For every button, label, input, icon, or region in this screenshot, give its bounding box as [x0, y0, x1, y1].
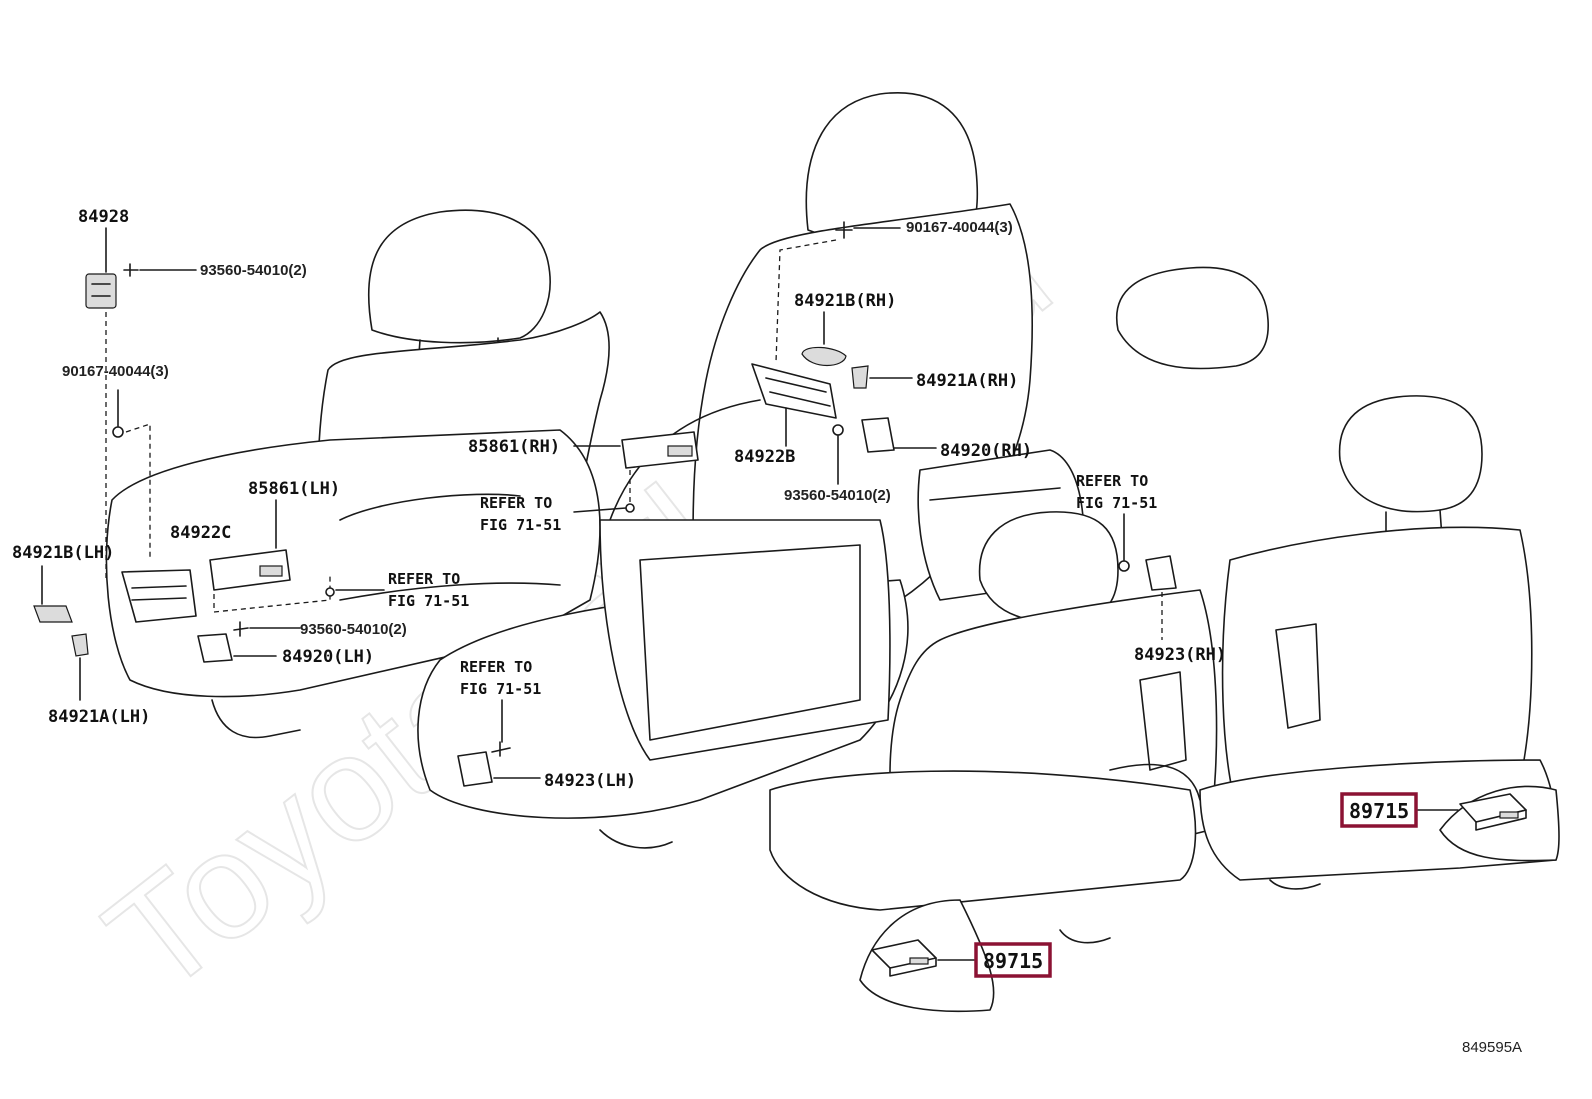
- part-89715-right[interactable]: [1459, 793, 1527, 831]
- highlight-box-89715-bottom: [974, 942, 1052, 978]
- label-84921a-lh[interactable]: 84921A(LH): [48, 707, 150, 727]
- label-84920-rh[interactable]: 84920(RH): [940, 441, 1032, 461]
- dash-90167-top: [775, 239, 837, 363]
- label-refer-a-line1[interactable]: REFER TO: [388, 570, 460, 588]
- bolt-refer-c: [1118, 513, 1130, 572]
- label-refer-a-line2[interactable]: FIG 71-51: [388, 592, 469, 610]
- part-89715-bottom[interactable]: [871, 939, 937, 977]
- part-84922c[interactable]: [121, 569, 197, 623]
- label-93560-right[interactable]: 93560-54010(2): [784, 487, 891, 504]
- bolt-93560-right: [832, 424, 844, 485]
- label-89715-bottom[interactable]: 89715: [983, 949, 1043, 973]
- bolt-90167-left: [112, 389, 124, 438]
- part-84921a-lh[interactable]: [71, 633, 89, 657]
- label-84928[interactable]: 84928: [78, 207, 129, 227]
- part-85861-lh[interactable]: [209, 549, 291, 591]
- label-84921a-rh[interactable]: 84921A(RH): [916, 371, 1018, 391]
- label-85861-lh[interactable]: 85861(LH): [248, 479, 340, 499]
- label-refer-c-line1[interactable]: REFER TO: [1076, 472, 1148, 490]
- leader-refer-b: [573, 507, 627, 513]
- part-84928-bracket[interactable]: [85, 273, 117, 309]
- part-84923-rh[interactable]: [1145, 555, 1177, 591]
- bolt-90167-top: [835, 221, 901, 239]
- figure-code: 849595A: [1462, 1039, 1522, 1056]
- bolt-93560-top: [123, 263, 197, 277]
- bolt-refer-d: [491, 699, 511, 757]
- label-89715-right[interactable]: 89715: [1349, 799, 1409, 823]
- label-85861-rh[interactable]: 85861(RH): [468, 437, 560, 457]
- label-93560-mid[interactable]: 93560-54010(2): [300, 621, 407, 638]
- label-84920-lh[interactable]: 84920(LH): [282, 647, 374, 667]
- part-84921b-lh[interactable]: [33, 605, 73, 623]
- part-84920-rh[interactable]: [861, 417, 895, 453]
- label-refer-c-line2[interactable]: FIG 71-51: [1076, 494, 1157, 512]
- label-90167-left[interactable]: 90167-40044(3): [62, 363, 169, 380]
- front-left-seat: [105, 209, 610, 739]
- part-84921b-rh[interactable]: [801, 346, 847, 367]
- part-84920-lh[interactable]: [197, 633, 233, 663]
- highlight-box-89715-right: [1340, 792, 1418, 828]
- label-84922b[interactable]: 84922B: [734, 447, 795, 467]
- label-84923-rh[interactable]: 84923(RH): [1134, 645, 1226, 665]
- label-84922c[interactable]: 84922C: [170, 523, 231, 543]
- part-84923-lh[interactable]: [457, 751, 493, 787]
- label-84921b-lh[interactable]: 84921B(LH): [12, 543, 114, 563]
- bolt-93560-mid: [233, 621, 301, 637]
- rear-seats: [769, 395, 1560, 1013]
- label-84923-lh[interactable]: 84923(LH): [544, 771, 636, 791]
- part-85861-rh[interactable]: [621, 431, 699, 469]
- label-refer-b-line2[interactable]: FIG 71-51: [480, 516, 561, 534]
- bolt-refer-a: [325, 587, 385, 597]
- label-refer-d-line2[interactable]: FIG 71-51: [460, 680, 541, 698]
- part-84921a-rh[interactable]: [851, 365, 869, 389]
- label-refer-b-line1[interactable]: REFER TO: [480, 494, 552, 512]
- label-84921b-rh[interactable]: 84921B(RH): [794, 291, 896, 311]
- part-84922b[interactable]: [751, 363, 837, 419]
- bolt-refer-b: [625, 503, 635, 513]
- second-row-seat: [599, 266, 1269, 761]
- label-refer-d-line1[interactable]: REFER TO: [460, 658, 532, 676]
- label-93560-top[interactable]: 93560-54010(2): [200, 262, 307, 279]
- label-90167-top[interactable]: 90167-40044(3): [906, 219, 1013, 236]
